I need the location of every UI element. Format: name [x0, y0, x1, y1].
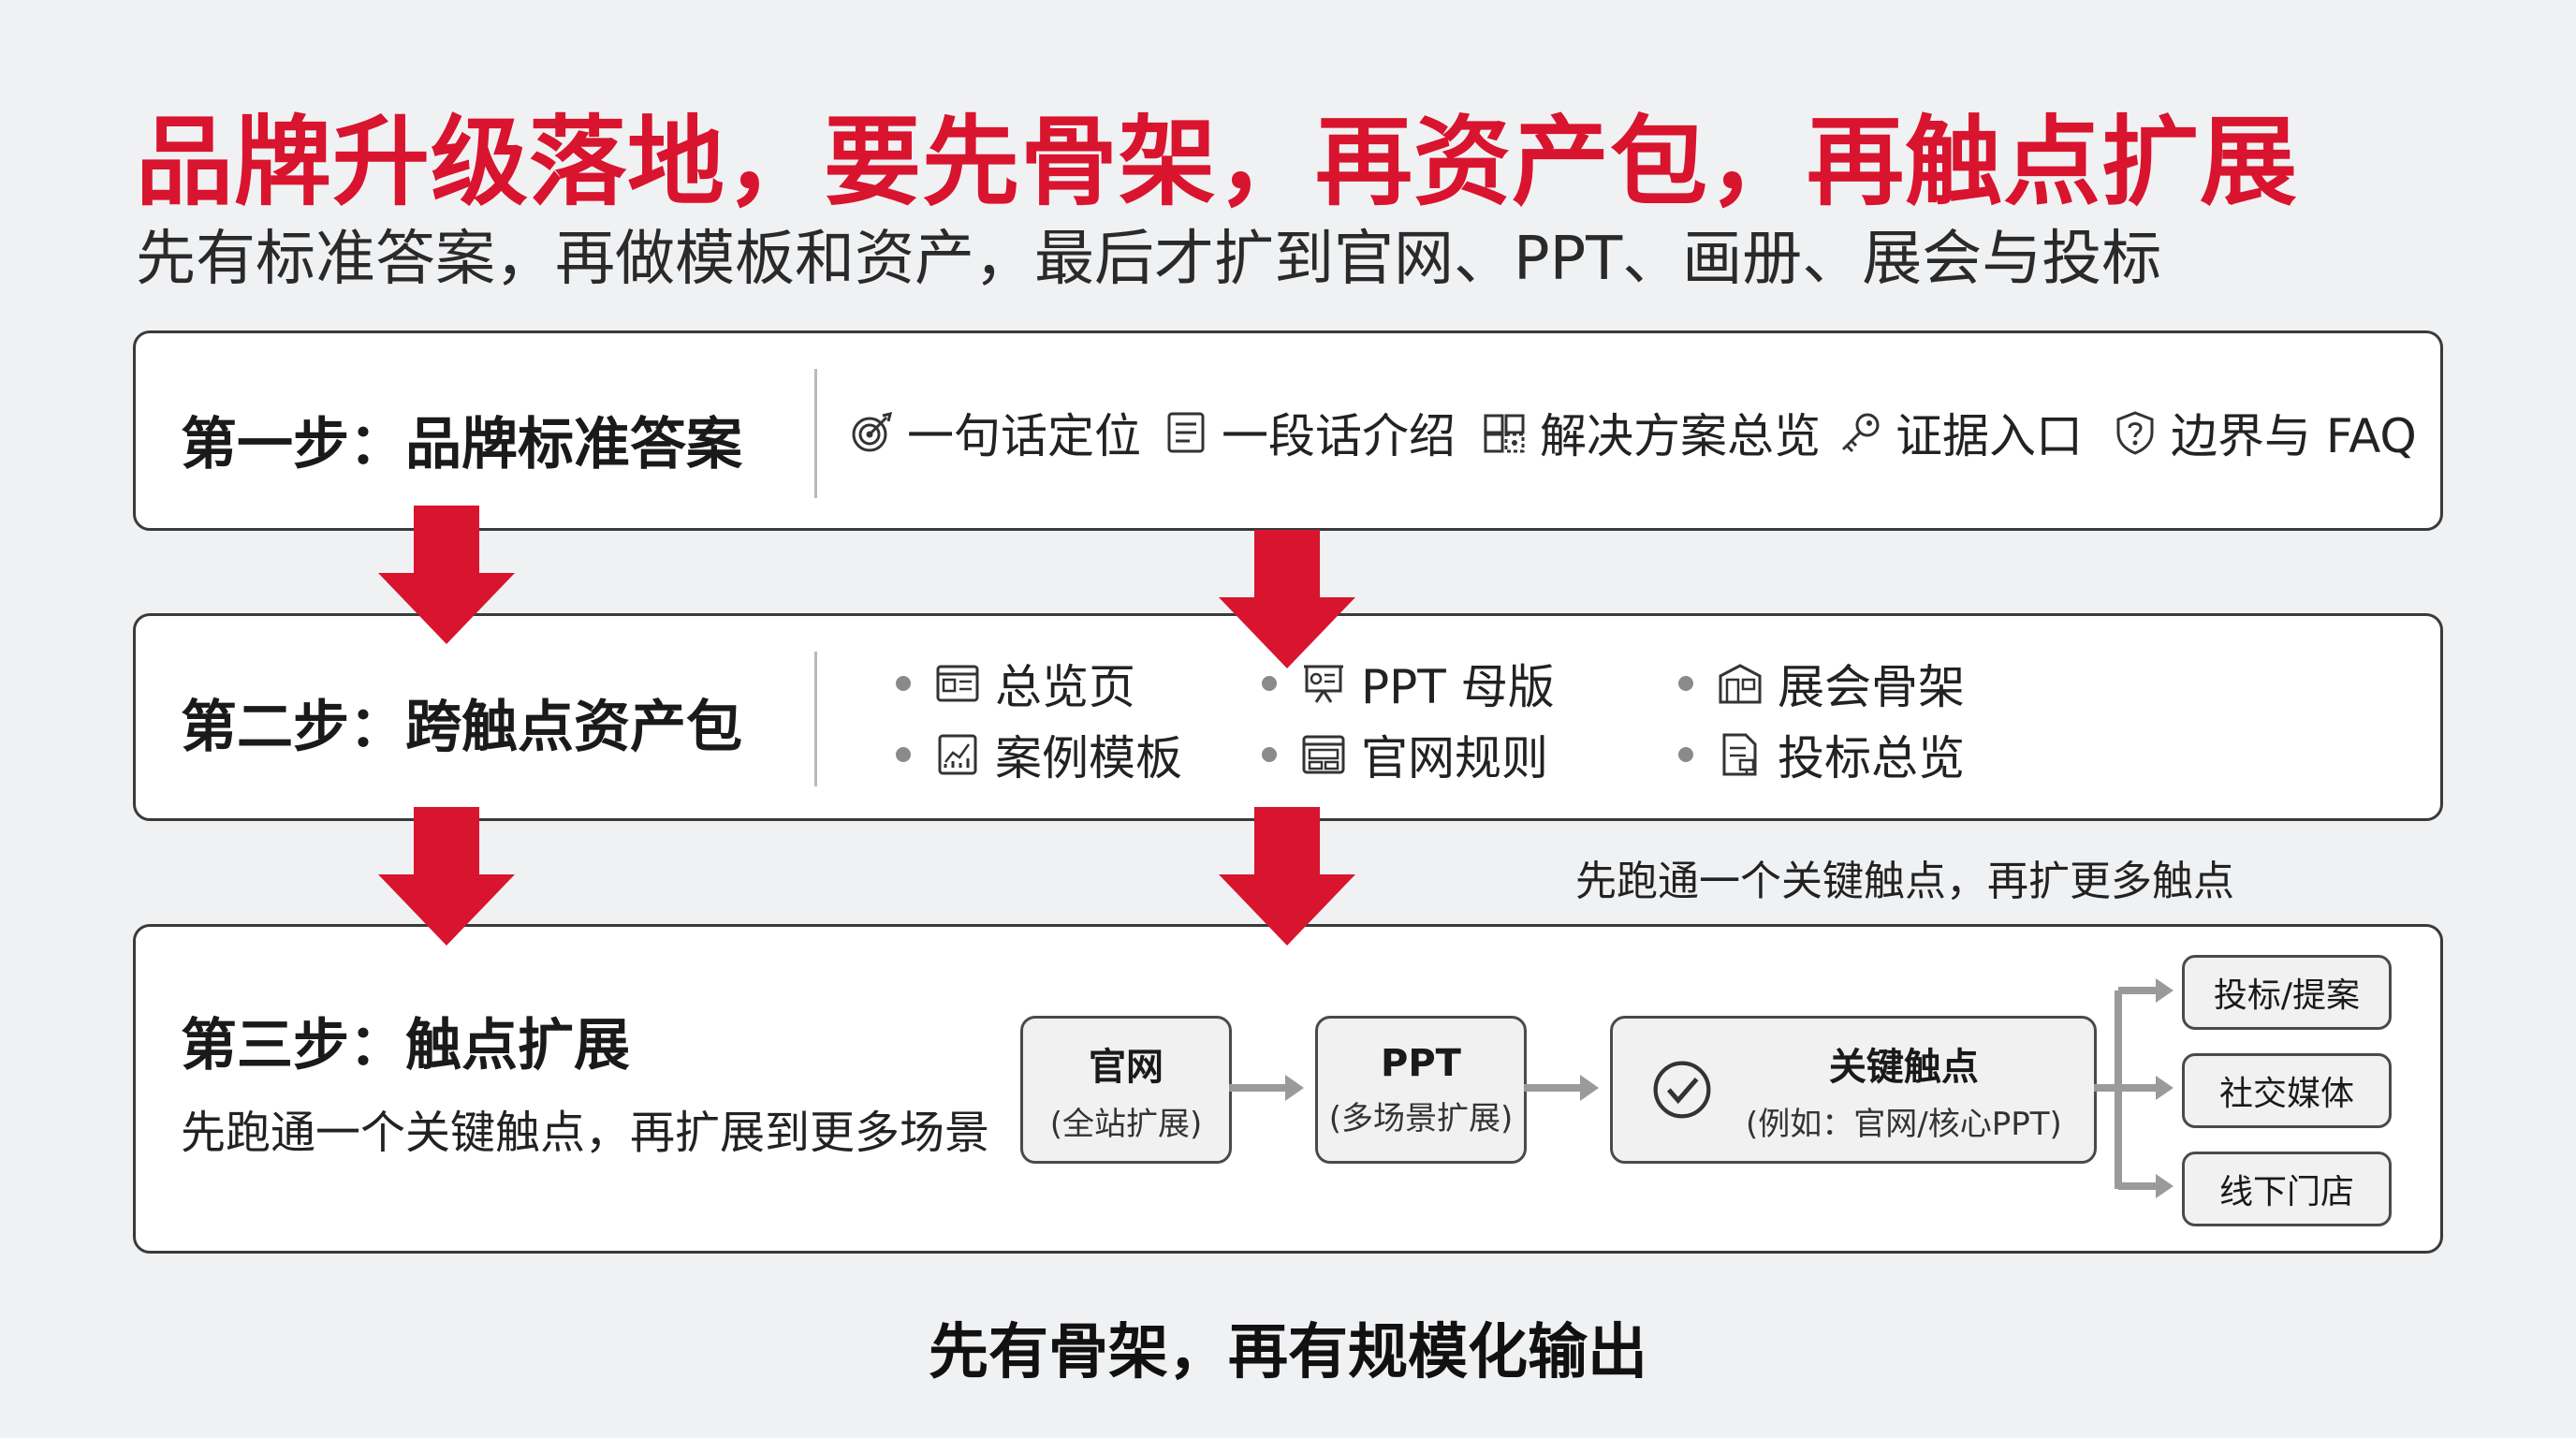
- step1-label: 第一步：品牌标准答案: [181, 412, 742, 477]
- exhibition-icon: [1718, 661, 1763, 706]
- document-icon: [1164, 410, 1208, 455]
- bullet: [896, 747, 911, 762]
- bullet: [1262, 747, 1277, 762]
- step2-item: PPT 母版: [1262, 650, 1555, 717]
- step1-item: 边界与 FAQ: [2113, 399, 2417, 466]
- step3-card: 第三步：触点扩展 先跑通一个关键触点，再扩展到更多场景 官网 (全站扩展) PP…: [133, 924, 2443, 1254]
- step2-divider: [814, 652, 817, 786]
- step-arrow-down-icon: [1217, 807, 1357, 947]
- step1-divider: [814, 369, 817, 498]
- output-box-bid: 投标/提案: [2182, 955, 2392, 1030]
- step1-item: 一段话介绍: [1164, 399, 1456, 466]
- step-arrow-down-icon: [376, 807, 517, 947]
- flow-box-title: 关键触点: [1828, 1045, 1979, 1089]
- flow-box-subtitle: (多场景扩展): [1328, 1099, 1514, 1137]
- bullet: [1262, 676, 1277, 691]
- flow-box-title: 官网: [1089, 1045, 1164, 1089]
- page-title: 品牌升级落地，要先骨架，再资产包，再触点扩展: [136, 105, 2299, 219]
- check-circle-icon: [1650, 1058, 1714, 1122]
- step1-item: 证据入口: [1837, 399, 2083, 466]
- output-box-store: 线下门店: [2182, 1152, 2392, 1226]
- bullet: [896, 676, 911, 691]
- output-box-social: 社交媒体: [2182, 1053, 2392, 1128]
- step1-item-label: 一段话介绍: [1222, 409, 1456, 463]
- flow-box-subtitle: (例如：官网/核心PPT): [1746, 1105, 2062, 1143]
- step2-item: 官网规则: [1262, 721, 1548, 788]
- step2-label: 第二步：跨触点资产包: [181, 695, 742, 760]
- key-icon: [1837, 410, 1882, 455]
- step1-item-label: 解决方案总览: [1540, 409, 1821, 463]
- target-icon: [849, 410, 894, 455]
- step1-item: 一句话定位: [849, 399, 1141, 466]
- step3-subtext: 先跑通一个关键触点，再扩展到更多场景: [181, 1107, 990, 1159]
- step2-item-label: 投标总览: [1778, 731, 1965, 785]
- step2-item: 案例模板: [896, 721, 1182, 788]
- step2-item-label: 官网规则: [1361, 731, 1548, 785]
- chart-doc-icon: [935, 732, 980, 777]
- flow-box-website: 官网 (全站扩展): [1020, 1016, 1232, 1164]
- expansion-note: 先跑通一个关键触点，再扩更多触点: [1575, 858, 2234, 905]
- step3-label: 第三步：触点扩展: [181, 1013, 630, 1078]
- footer-tagline: 先有骨架，再有规模化输出: [929, 1318, 1647, 1387]
- presentation-icon: [1301, 661, 1346, 706]
- page-subtitle: 先有标准答案，再做模板和资产，最后才扩到官网、PPT、画册、展会与投标: [136, 225, 2162, 294]
- step-arrow-down-icon: [376, 506, 517, 646]
- step2-item-label: 总览页: [995, 660, 1135, 714]
- step2-item-label: 案例模板: [995, 731, 1182, 785]
- step2-item-label: PPT 母版: [1361, 660, 1555, 714]
- step1-card: 第一步：品牌标准答案 一句话定位 一段话介绍 解决方案总览 证据入口 边界与 F…: [133, 330, 2443, 531]
- step1-item-label: 证据入口: [1895, 409, 2083, 463]
- bullet: [1678, 747, 1693, 762]
- bid-doc-icon: [1718, 732, 1763, 777]
- website-layout-icon: [1301, 732, 1346, 777]
- step2-item-label: 展会骨架: [1778, 660, 1965, 714]
- step1-item-label: 边界与 FAQ: [2171, 409, 2417, 463]
- bullet: [1678, 676, 1693, 691]
- flow-box-subtitle: (全站扩展): [1049, 1105, 1203, 1143]
- shield-question-icon: [2113, 410, 2158, 455]
- step2-item: 投标总览: [1678, 721, 1965, 788]
- puzzle-icon: [1482, 410, 1527, 455]
- step-arrow-down-icon: [1217, 530, 1357, 670]
- flow-box-title: PPT: [1381, 1041, 1461, 1085]
- step1-item-label: 一句话定位: [907, 409, 1141, 463]
- overview-page-icon: [935, 661, 980, 706]
- step1-item: 解决方案总览: [1482, 399, 1821, 466]
- step2-item: 总览页: [896, 650, 1135, 717]
- step2-item: 展会骨架: [1678, 650, 1965, 717]
- flow-box-key-touchpoint: 关键触点 (例如：官网/核心PPT): [1610, 1016, 2097, 1164]
- flow-box-ppt: PPT (多场景扩展): [1315, 1016, 1527, 1164]
